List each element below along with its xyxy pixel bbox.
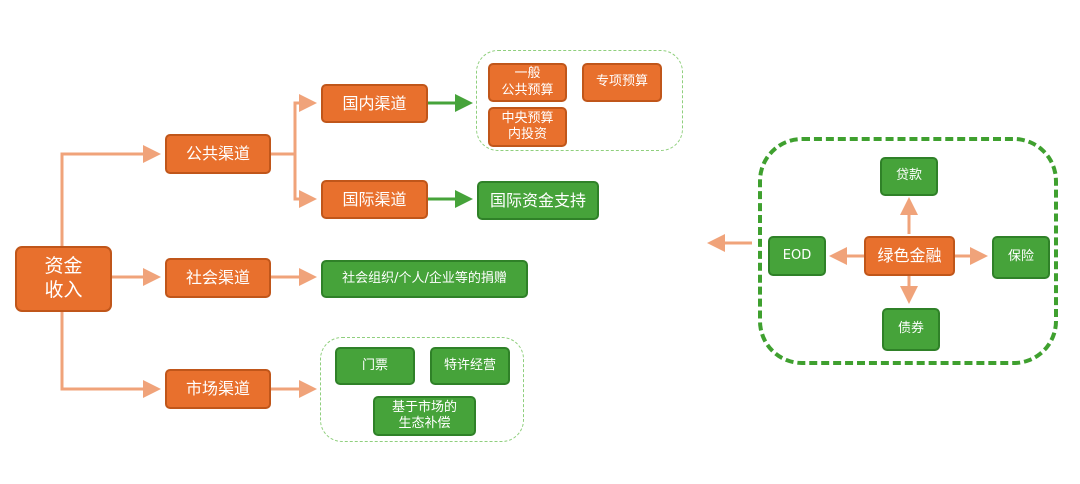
- international-channel-node[interactable]: 国际渠道: [321, 180, 428, 219]
- central-budget-investment-node[interactable]: 中央预算 内投资: [488, 107, 567, 147]
- green-finance-group: [758, 137, 1058, 365]
- tickets-node[interactable]: 门票: [335, 347, 415, 385]
- eod-node[interactable]: EOD: [768, 236, 826, 276]
- insurance-node[interactable]: 保险: [992, 236, 1050, 279]
- market-items-group: [320, 337, 524, 442]
- loan-node[interactable]: 贷款: [880, 157, 938, 196]
- market-channel-node[interactable]: 市场渠道: [165, 369, 271, 409]
- bond-node[interactable]: 债券: [882, 308, 940, 351]
- arrow-public-to-international: [293, 154, 317, 208]
- market-eco-compensation-node[interactable]: 基于市场的 生态补偿: [373, 396, 476, 436]
- arrow-root-to-market: [60, 310, 161, 398]
- arrow-root-to-public: [60, 145, 161, 246]
- international-fund-support-node[interactable]: 国际资金支持: [477, 181, 599, 220]
- special-budget-node[interactable]: 专项预算: [582, 63, 662, 102]
- root-funding-income-node[interactable]: 资金 收入: [15, 246, 112, 312]
- green-finance-center-node[interactable]: 绿色金融: [864, 236, 955, 276]
- social-donation-node[interactable]: 社会组织/个人/企业等的捐赠: [321, 260, 528, 298]
- domestic-channel-node[interactable]: 国内渠道: [321, 84, 428, 123]
- general-public-budget-node[interactable]: 一般 公共预算: [488, 63, 567, 102]
- social-channel-node[interactable]: 社会渠道: [165, 258, 271, 298]
- public-channel-node[interactable]: 公共渠道: [165, 134, 271, 174]
- franchise-node[interactable]: 特许经营: [430, 347, 510, 385]
- arrow-public-to-domestic: [271, 94, 317, 156]
- domestic-budget-group: [476, 50, 683, 151]
